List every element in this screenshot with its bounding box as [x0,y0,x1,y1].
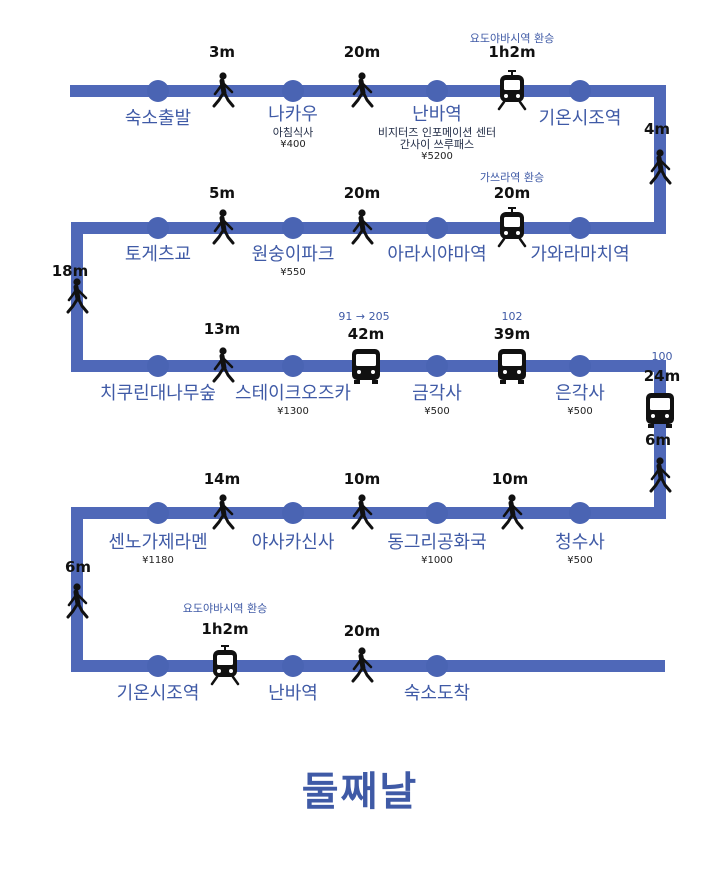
station-label-s15: 야사카신사 [251,532,335,553]
station-dot-s16 [147,502,169,524]
walk-icon [351,647,374,683]
leg-duration-l3: 1h2m [488,43,536,61]
leg-note-l3: 요도야바시역 환승 [469,32,555,45]
station-dot-s8 [147,217,169,239]
station-dot-s5 [569,217,591,239]
station-subnote-2: 간사이 쓰루패스 [399,138,475,151]
leg-duration-l17: 6m [64,558,92,576]
station-label-s6: 아라시야마역 [387,244,487,265]
walk-icon [66,583,89,619]
leg-note-l5: 가쓰라역 환승 [479,171,545,184]
station-price: ¥1180 [142,555,174,566]
leg-duration-l1: 3m [208,43,236,61]
station-label-s5: 가와라마치역 [530,244,630,265]
walk-icon [351,494,374,530]
station-dot-s10 [282,355,304,377]
station-label-s16: 센노가제라멘 [108,532,208,553]
walk-icon [501,494,524,530]
bus-icon [352,349,380,384]
station-label-s13: 청수사 [555,532,605,553]
station-label-s9: 치쿠린대나무숲 [100,383,216,404]
station-label-s1: 숙소출발 [124,108,192,129]
station-price: ¥1000 [421,555,453,566]
leg-duration-l9: 13m [203,320,241,338]
station-dot-s7 [282,217,304,239]
station-label-s11: 금각사 [412,383,462,404]
station-label-s19: 숙소도착 [403,683,471,704]
leg-duration-l12: 24m [643,367,681,385]
walk-icon [212,72,235,108]
leg-duration-l11: 39m [493,325,531,343]
leg-duration-l16: 14m [203,470,241,488]
leg-note-l11: 102 [501,310,523,323]
station-dot-s19 [426,655,448,677]
train-icon [210,645,240,686]
station-price: ¥400 [280,139,306,150]
station-label-s8: 토게츠교 [124,244,192,265]
leg-duration-l8: 18m [51,262,89,280]
walk-icon [212,494,235,530]
station-dot-s17 [147,655,169,677]
station-label-s7: 원숭이파크 [251,244,335,265]
station-dot-s11 [426,355,448,377]
station-dot-s1 [147,80,169,102]
station-dot-s4 [569,80,591,102]
walk-icon [351,209,374,245]
page-title: 둘째날 [301,769,419,815]
walk-icon [649,457,672,493]
train-icon [497,207,527,248]
station-dot-s12 [569,355,591,377]
station-subnote: 비지터즈 인포메이션 센터 [377,126,497,139]
walk-icon [66,278,89,314]
leg-duration-l6: 20m [343,184,381,202]
station-label-s2: 나카우 [268,104,318,125]
leg-duration-l7: 5m [208,184,236,202]
leg-duration-l14: 10m [491,470,529,488]
bus-icon [646,393,674,428]
station-dot-s18 [282,655,304,677]
leg-note-l10: 91 → 205 [338,310,390,323]
leg-duration-l18: 1h2m [201,620,249,638]
leg-note-l18: 요도야바시역 환승 [182,602,268,615]
station-dot-s14 [426,502,448,524]
station-subnote: 아침식사 [272,126,314,139]
station-label-s12: 은각사 [555,383,605,404]
station-price: ¥500 [567,406,593,417]
station-dot-s15 [282,502,304,524]
train-icon [497,70,527,111]
station-dot-s9 [147,355,169,377]
station-price: ¥500 [567,555,593,566]
station-dot-s2 [282,80,304,102]
leg-duration-l13: 6m [644,431,672,449]
station-label-s3: 난바역 [412,104,462,125]
leg-duration-l15: 10m [343,470,381,488]
station-dot-s6 [426,217,448,239]
station-dot-s3 [426,80,448,102]
bus-icon [498,349,526,384]
station-label-s14: 동그리공화국 [387,532,487,553]
leg-duration-l19: 20m [343,622,381,640]
station-label-s17: 기온시조역 [116,683,200,704]
walk-icon [212,209,235,245]
walk-icon [351,72,374,108]
leg-note-l12: 100 [651,350,673,363]
station-price: ¥500 [424,406,450,417]
leg-duration-l2: 20m [343,43,381,61]
leg-duration-l5: 20m [493,184,531,202]
station-label-s10: 스테이크오즈카 [235,383,351,404]
station-price: ¥1300 [277,406,309,417]
walk-icon [212,347,235,383]
station-price: ¥550 [280,267,306,278]
leg-duration-l4: 4m [643,120,671,138]
station-price: ¥5200 [421,151,453,162]
station-label-s4: 기온시조역 [538,108,622,129]
station-label-s18: 난바역 [268,683,318,704]
leg-duration-l10: 42m [347,325,385,343]
walk-icon [649,149,672,185]
station-dot-s13 [569,502,591,524]
